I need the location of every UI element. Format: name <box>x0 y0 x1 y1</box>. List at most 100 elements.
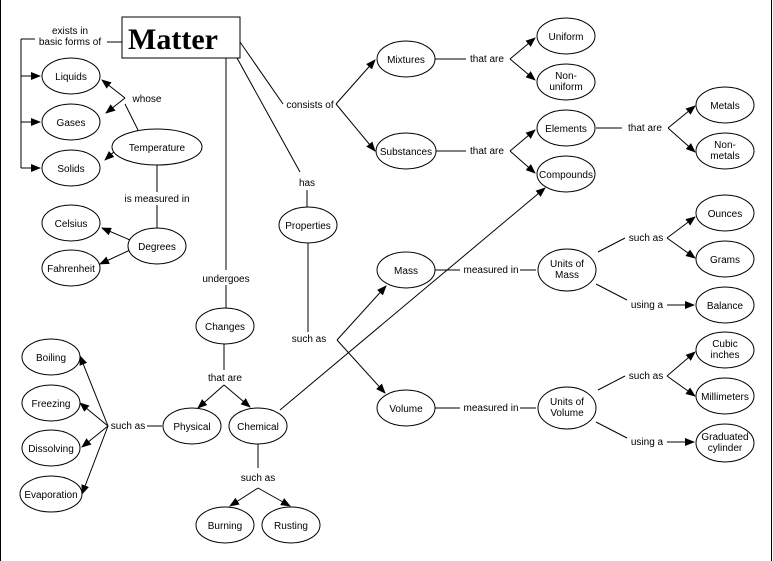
node-chemical[interactable]: Chemical <box>228 407 288 445</box>
label-measured-in-mass: measured in <box>463 265 518 276</box>
node-units-of-volume-label-1: Units of <box>550 397 584 408</box>
node-changes-label: Changes <box>205 322 245 333</box>
node-balance-shape <box>695 286 755 324</box>
node-solids-shape <box>41 149 101 187</box>
edge-degrees-fahrenheit <box>99 249 131 265</box>
node-gases[interactable]: Gases <box>41 103 101 141</box>
label-such-as-physical: such as <box>111 421 145 432</box>
node-units-of-volume-shape <box>537 386 597 430</box>
node-units-of-volume[interactable]: Units of Volume <box>537 386 597 430</box>
node-units-of-mass-label-1: Units of <box>550 259 584 270</box>
node-chemical-label: Chemical <box>237 422 279 433</box>
node-volume[interactable]: Volume <box>376 389 436 427</box>
matter-node[interactable]: Matter <box>121 16 241 59</box>
node-boiling[interactable]: Boiling <box>21 338 81 376</box>
node-substances-shape <box>375 132 437 170</box>
node-metals-label: Metals <box>710 101 739 112</box>
label-such-as-chemical: such as <box>241 473 275 484</box>
node-units-of-volume-label-2: Volume <box>550 408 584 419</box>
node-temperature[interactable]: Temperature <box>111 128 203 166</box>
node-burning-shape <box>195 506 255 544</box>
label-that-are-elements: that are <box>628 123 662 134</box>
node-fahrenheit-shape <box>41 249 101 287</box>
node-dissolving-label: Dissolving <box>28 444 74 455</box>
edge-consists-substances <box>335 103 376 152</box>
edge-temp-whose <box>124 103 139 131</box>
node-fahrenheit-label: Fahrenheit <box>47 264 95 275</box>
node-units-of-mass[interactable]: Units of Mass <box>537 248 597 292</box>
edge-unitsmass-using <box>595 283 628 301</box>
node-uniform-label: Uniform <box>548 32 583 43</box>
node-changes[interactable]: Changes <box>195 307 255 345</box>
node-uniform[interactable]: Uniform <box>536 17 596 55</box>
edge-thatare-nonuniform <box>509 58 536 81</box>
edge-matter-has <box>236 57 301 173</box>
edge-consists-mixtures <box>335 59 376 105</box>
node-mixtures-label: Mixtures <box>387 55 425 66</box>
node-mass-shape <box>376 251 436 289</box>
node-liquids[interactable]: Liquids <box>41 57 101 95</box>
node-physical-label: Physical <box>173 422 210 433</box>
node-physical[interactable]: Physical <box>162 407 222 445</box>
node-degrees[interactable]: Degrees <box>127 227 187 265</box>
node-rusting[interactable]: Rusting <box>261 506 321 544</box>
node-mixtures-shape <box>376 40 436 78</box>
node-evaporation[interactable]: Evaporation <box>19 475 83 513</box>
node-non-uniform[interactable]: Non- uniform <box>536 63 596 101</box>
node-properties[interactable]: Properties <box>278 206 338 244</box>
edge-thatare-chemical <box>223 384 251 408</box>
node-metals[interactable]: Metals <box>695 86 755 124</box>
node-elements[interactable]: Elements <box>536 109 596 147</box>
node-graduated-cylinder-shape <box>695 423 755 463</box>
node-liquids-shape <box>41 57 101 95</box>
node-non-uniform-label-1: Non- <box>555 71 577 82</box>
edge-thatare-elements <box>509 129 536 152</box>
node-mass[interactable]: Mass <box>376 251 436 289</box>
node-millimeters-label: Millimeters <box>701 392 749 403</box>
node-graduated-cylinder-label-2: cylinder <box>708 443 743 454</box>
label-has: has <box>299 178 315 189</box>
label-using-a-volume: using a <box>631 437 664 448</box>
node-cubic-inches-label-1: Cubic <box>712 339 738 350</box>
edge-suchas-boiling <box>79 355 109 427</box>
node-dissolving-shape <box>21 429 81 467</box>
node-nonmetals[interactable]: Non- metals <box>695 132 755 170</box>
node-millimeters[interactable]: Millimeters <box>695 377 755 415</box>
node-physical-shape <box>162 407 222 445</box>
edge-suchas-volume <box>336 339 386 394</box>
node-celsius[interactable]: Celsius <box>41 204 101 242</box>
node-mixtures[interactable]: Mixtures <box>376 40 436 78</box>
node-graduated-cylinder[interactable]: Graduated cylinder <box>695 423 755 463</box>
edge-suchas-dissolving <box>81 425 109 448</box>
nodes: Liquids Gases Solids Temperature Celsius… <box>19 17 755 544</box>
node-dissolving[interactable]: Dissolving <box>21 429 81 467</box>
node-nonmetals-label-1: Non- <box>714 140 736 151</box>
node-grams-label: Grams <box>710 255 740 266</box>
edge-thatare-compounds <box>509 150 536 174</box>
edge-suchas-evaporation <box>81 425 109 495</box>
edge-thatare-uniform <box>509 37 536 60</box>
node-cubic-inches[interactable]: Cubic inches <box>695 331 755 369</box>
node-balance-label: Balance <box>707 301 744 312</box>
node-volume-label: Volume <box>389 404 423 415</box>
node-fahrenheit[interactable]: Fahrenheit <box>41 249 101 287</box>
node-substances[interactable]: Substances <box>375 132 437 170</box>
node-solids[interactable]: Solids <box>41 149 101 187</box>
node-graduated-cylinder-label-1: Graduated <box>701 432 748 443</box>
label-measured-in-volume: measured in <box>463 403 518 414</box>
node-balance[interactable]: Balance <box>695 286 755 324</box>
node-grams[interactable]: Grams <box>695 240 755 278</box>
node-ounces[interactable]: Ounces <box>695 194 755 232</box>
node-compounds[interactable]: Compounds <box>536 155 596 193</box>
node-burning[interactable]: Burning <box>195 506 255 544</box>
node-non-uniform-label-2: uniform <box>549 82 582 93</box>
node-freezing[interactable]: Freezing <box>21 384 81 422</box>
node-elements-label: Elements <box>545 124 587 135</box>
node-non-uniform-shape <box>536 63 596 101</box>
edge-chemical-compounds <box>279 187 546 411</box>
matter-title: Matter <box>128 23 218 56</box>
node-properties-shape <box>278 206 338 244</box>
label-exists-1: exists in <box>52 26 88 37</box>
node-evaporation-shape <box>19 475 83 513</box>
